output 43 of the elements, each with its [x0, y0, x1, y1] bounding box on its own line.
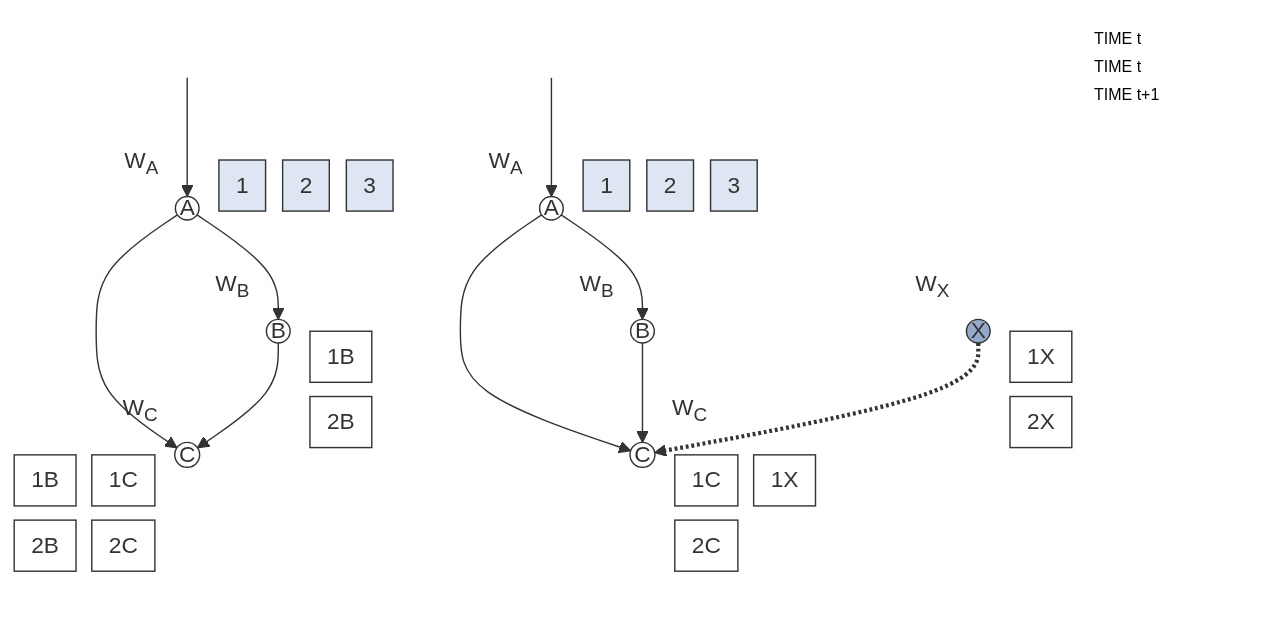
- node-box: 1C: [674, 454, 739, 507]
- node-label: W$_{C}$: [122, 395, 158, 426]
- node-box: 1: [218, 159, 267, 212]
- node-label: W$_{A}$: [124, 148, 159, 179]
- node-circle: C: [174, 441, 201, 468]
- node-label: W$_{A}$: [488, 148, 523, 179]
- node-box: 3: [345, 159, 394, 212]
- arrow: [180, 77, 194, 197]
- node-circle: B: [265, 318, 291, 344]
- node-label: W$_{C}$: [671, 395, 708, 426]
- node-box: 3: [709, 159, 758, 212]
- arrow: [545, 77, 558, 197]
- node-label: W$_{B}$: [579, 271, 614, 302]
- node-circle: C: [629, 441, 656, 468]
- arrow: [636, 342, 649, 443]
- node-box: 1C: [91, 454, 156, 507]
- time-label: TIME t: [1094, 30, 1143, 48]
- node-circle: A: [538, 195, 564, 221]
- node-circle: B: [629, 318, 655, 344]
- node-box: 1X: [1009, 330, 1073, 384]
- node-box: 1B: [13, 454, 77, 507]
- arrow: [560, 214, 649, 320]
- arrow: [459, 214, 632, 454]
- node-box: 2C: [91, 519, 156, 572]
- time-label: TIME t: [1094, 58, 1143, 76]
- arrow: [654, 343, 981, 457]
- node-box: 1: [582, 159, 631, 212]
- node-box: 2C: [674, 519, 739, 572]
- node-box: 2B: [13, 519, 77, 572]
- node-box: 2X: [1009, 395, 1073, 449]
- arrow: [196, 214, 285, 320]
- node-circle: A: [174, 195, 200, 221]
- node-box: 2B: [309, 395, 373, 449]
- arrow: [196, 342, 279, 449]
- node-label: W$_{X}$: [915, 271, 950, 302]
- node-box: 1X: [752, 454, 817, 507]
- node-box: 2: [281, 159, 330, 212]
- node-label: W$_{B}$: [215, 271, 250, 302]
- node-box: 2: [646, 159, 695, 212]
- arrow: [95, 214, 179, 449]
- node-circle: X: [965, 318, 991, 344]
- time-label: TIME t+1: [1094, 86, 1161, 104]
- node-box: 1B: [309, 330, 373, 384]
